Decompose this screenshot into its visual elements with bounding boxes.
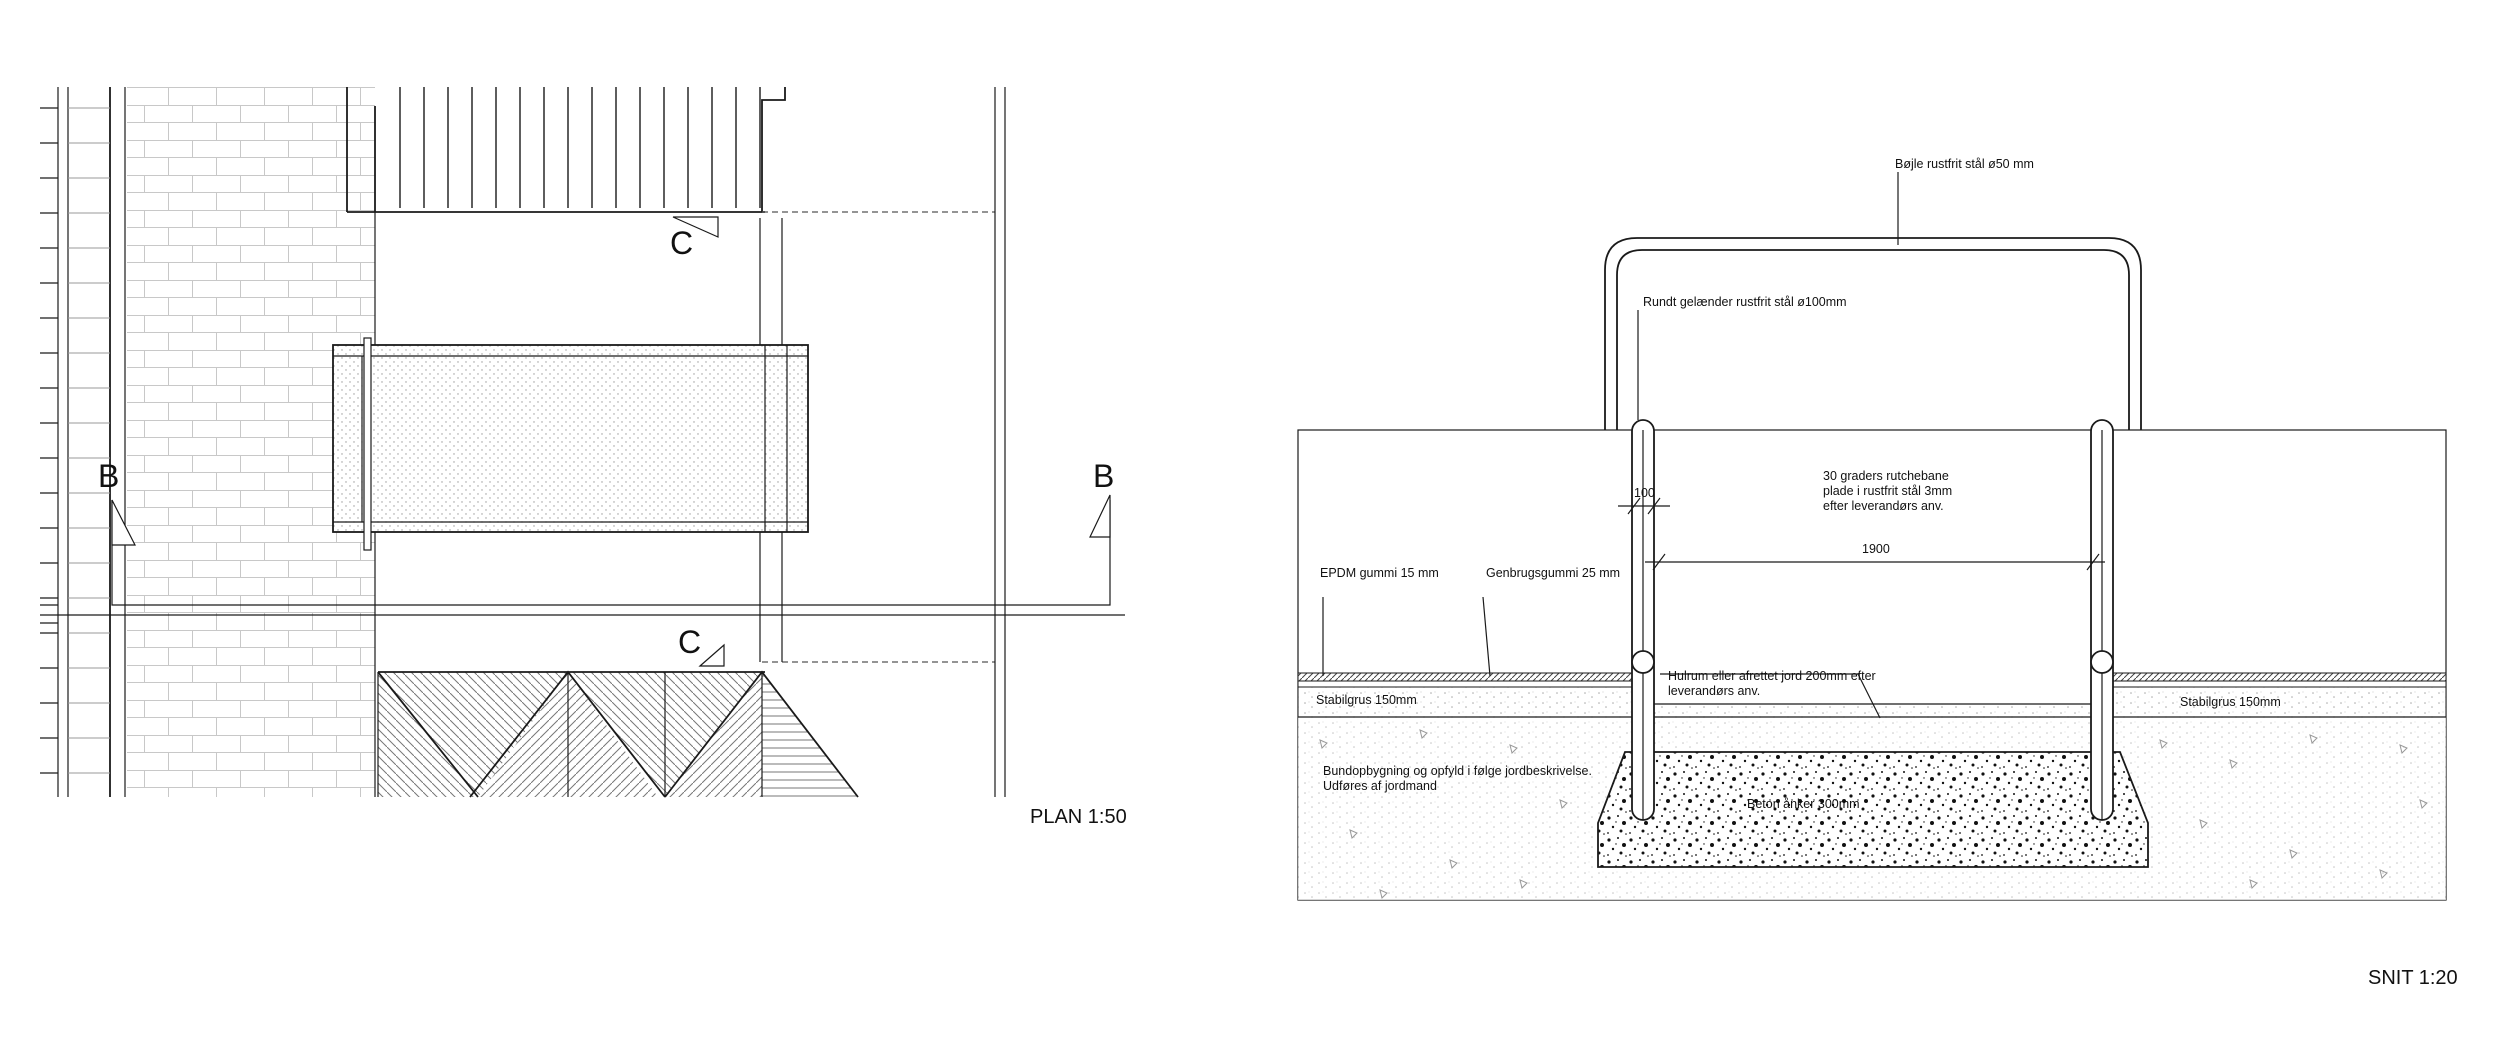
label-hulrum-1: Hulrum eller afrettet jord 200mm efter bbox=[1668, 669, 1876, 683]
section-mark-c-bottom: C bbox=[678, 624, 701, 660]
plan-stairs bbox=[346, 87, 786, 213]
leader-lines bbox=[1322, 172, 1899, 719]
label-bund-1: Bundopbygning og opfyld i følge jordbesk… bbox=[1323, 764, 1592, 778]
label-bund-2: Udføres af jordmand bbox=[1323, 779, 1437, 793]
section-mark-b-left: B bbox=[98, 458, 119, 494]
dimension-100 bbox=[1618, 497, 1670, 515]
plan-deck bbox=[377, 670, 859, 798]
plan-title: PLAN 1:50 bbox=[1030, 806, 1127, 828]
label-stabilgrus-right: Stabilgrus 150mm bbox=[2180, 695, 2281, 709]
label-epdm: EPDM gummi 15 mm bbox=[1320, 566, 1439, 580]
plan-facade-wall bbox=[40, 87, 126, 797]
section-mark-b-right: B bbox=[1093, 458, 1114, 494]
label-rutchebane-2: plade i rustfrit stål 3mm bbox=[1823, 484, 1952, 498]
label-bojle: Bøjle rustfrit stål ø50 mm bbox=[1895, 157, 2034, 171]
label-genbrug: Genbrugsgummi 25 mm bbox=[1486, 566, 1620, 580]
plan-slide bbox=[332, 337, 809, 551]
label-rutchebane-3: efter leverandørs anv. bbox=[1823, 499, 1944, 513]
label-dim-100: 100 bbox=[1634, 486, 1655, 500]
plan-view: B B C C PLAN 1:50 bbox=[40, 87, 1127, 828]
label-dim-1900: 1900 bbox=[1862, 542, 1890, 556]
section-title: SNIT 1:20 bbox=[2368, 967, 2458, 989]
concrete-anchor bbox=[1597, 751, 2149, 868]
section-view: Bøjle rustfrit stål ø50 mm Rundt gelænde… bbox=[1297, 157, 2458, 989]
dimension-1900 bbox=[1645, 553, 2105, 571]
label-stabilgrus-left: Stabilgrus 150mm bbox=[1316, 693, 1417, 707]
label-gelaender: Rundt gelænder rustfrit stål ø100mm bbox=[1643, 295, 1847, 309]
hoop-handle bbox=[1604, 237, 2142, 430]
railing-posts bbox=[1631, 419, 2114, 821]
section-mark-c-top: C bbox=[670, 225, 693, 261]
section-line-b bbox=[40, 494, 1125, 624]
label-beton: Beton ånker 300mm bbox=[1747, 797, 1860, 811]
label-rutchebane-1: 30 graders rutchebane bbox=[1823, 469, 1949, 483]
label-hulrum-2: leverandørs anv. bbox=[1668, 684, 1760, 698]
